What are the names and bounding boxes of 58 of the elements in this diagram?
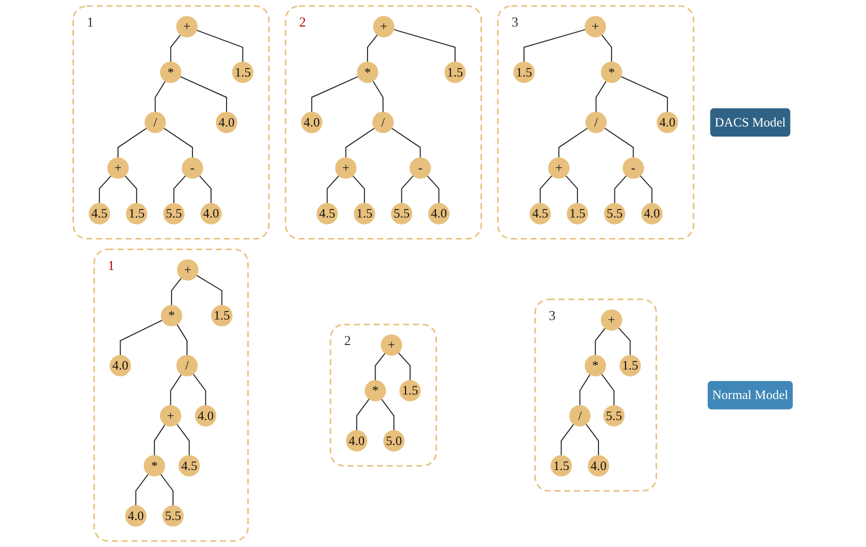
node-circle: 4.5 bbox=[530, 203, 551, 224]
node-circle: * bbox=[584, 355, 606, 376]
node-circle: 4.0 bbox=[346, 430, 368, 452]
node-circle: 1.5 bbox=[550, 455, 572, 477]
node-circle: + bbox=[107, 157, 129, 179]
node-circle: + bbox=[335, 157, 356, 179]
node-circle: 4.0 bbox=[194, 405, 216, 426]
node-circle: 4.0 bbox=[301, 112, 322, 134]
node-circle: * bbox=[160, 62, 182, 84]
node-circle: 1.5 bbox=[354, 203, 376, 224]
node-circle: 1.5 bbox=[619, 355, 641, 376]
node-circle: / bbox=[176, 355, 198, 376]
node-circle: 1.5 bbox=[399, 380, 421, 402]
node-circle: 1.5 bbox=[566, 203, 588, 224]
node-circle: + bbox=[584, 16, 606, 38]
node-circle: 4.0 bbox=[641, 203, 663, 224]
node-circle: 5.5 bbox=[604, 203, 626, 224]
node-circle: 4.5 bbox=[178, 455, 200, 477]
node-circle: 4.0 bbox=[428, 203, 450, 224]
node-circle: - bbox=[182, 157, 204, 179]
node-circle: + bbox=[600, 309, 622, 331]
node-circle: + bbox=[176, 16, 198, 38]
node-circle: 4.0 bbox=[216, 112, 238, 134]
node-circle: 1.5 bbox=[513, 62, 535, 84]
node-circle: 1.5 bbox=[444, 62, 466, 84]
node-circle: 4.0 bbox=[125, 505, 146, 527]
node-circle: 4.0 bbox=[110, 355, 131, 376]
node-circle: 5.5 bbox=[163, 203, 185, 224]
node-circle: 4.5 bbox=[316, 203, 338, 224]
node-circle: 4.0 bbox=[200, 203, 222, 224]
node-circle: / bbox=[372, 112, 394, 134]
node-circle: 4.5 bbox=[88, 203, 110, 224]
node-circle: 5.5 bbox=[603, 405, 625, 426]
node-box: Normal Model bbox=[708, 380, 793, 410]
node-circle: - bbox=[622, 157, 644, 179]
node-circle: * bbox=[364, 380, 386, 402]
node-circle: 4.0 bbox=[656, 112, 678, 134]
node-circle: 1.5 bbox=[211, 304, 233, 326]
node-circle: - bbox=[410, 157, 431, 179]
node-circle: + bbox=[548, 157, 570, 179]
node-circle: / bbox=[569, 405, 591, 426]
node-circle: + bbox=[177, 259, 198, 281]
node-circle: + bbox=[373, 16, 394, 38]
node-circle: * bbox=[600, 62, 622, 84]
node-circle: 5.5 bbox=[162, 505, 184, 527]
node-circle: 5.0 bbox=[383, 430, 405, 452]
node-circle: * bbox=[356, 62, 378, 84]
node-circle: + bbox=[160, 405, 182, 426]
node-circle: 1.5 bbox=[126, 203, 148, 224]
node-circle: * bbox=[160, 304, 182, 326]
node-circle: + bbox=[380, 334, 402, 356]
node-circle: 5.5 bbox=[390, 203, 412, 224]
node-box: DACS Model bbox=[710, 108, 790, 137]
node-circle: 1.5 bbox=[232, 62, 254, 84]
node-circle: / bbox=[585, 112, 607, 134]
node-circle: 4.0 bbox=[588, 455, 610, 477]
node-circle: / bbox=[144, 112, 166, 134]
node-circle: * bbox=[144, 455, 166, 477]
